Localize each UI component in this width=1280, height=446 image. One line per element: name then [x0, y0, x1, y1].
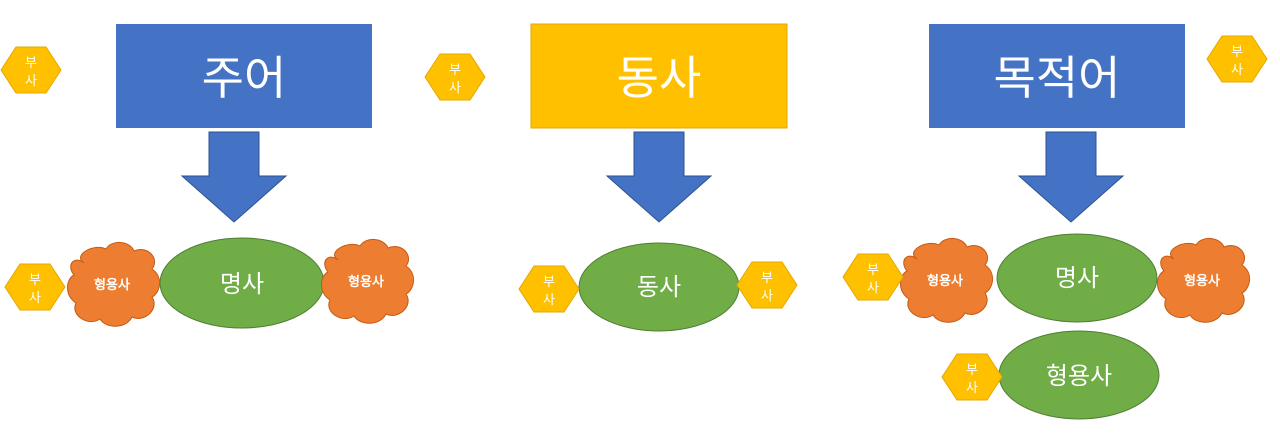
verb-down-arrow — [606, 131, 712, 223]
adverb-char-2: 사 — [25, 74, 37, 89]
adverb-char-2: 사 — [543, 293, 555, 308]
object-down-arrow — [1018, 131, 1124, 223]
adverb-char-1: 부 — [761, 271, 773, 286]
object-adjective-ellipse: 형용사 — [998, 330, 1160, 420]
object-right-adjective-cloud: 형용사 — [1157, 237, 1251, 323]
subject-left-adjective-cloud: 형용사 — [67, 241, 161, 327]
adverb-char-2: 사 — [1231, 63, 1243, 78]
adverb-hex-verb-right: 부 사 — [736, 261, 798, 309]
adverb-hex-before-verb: 부 사 — [424, 53, 486, 101]
adverb-hex-top-right: 부 사 — [1206, 35, 1268, 83]
adverb-char-1: 부 — [1231, 45, 1243, 60]
subject-right-adjective-cloud: 형용사 — [321, 238, 415, 324]
adverb-hex-object-bottom: 부 사 — [941, 353, 1003, 401]
object-left-adjective-label: 형용사 — [927, 273, 963, 289]
verb-header-box: 동사 — [530, 23, 788, 129]
adverb-hex-object-left: 부 사 — [842, 253, 904, 301]
subject-right-adjective-label: 형용사 — [348, 274, 384, 290]
adverb-char-2: 사 — [867, 281, 879, 296]
adverb-hex-top-left: 부 사 — [0, 46, 62, 94]
object-header-box: 목적어 — [929, 24, 1185, 128]
verb-column: 부 사 동사 동사 부 사 부 사 — [424, 23, 798, 332]
adverb-char-1: 부 — [543, 275, 555, 290]
object-noun-ellipse: 명사 — [996, 233, 1158, 323]
adverb-hex-verb-left: 부 사 — [518, 265, 580, 313]
object-header-text: 목적어 — [994, 51, 1121, 105]
object-left-adjective-cloud: 형용사 — [900, 237, 994, 323]
adverb-hex-left-mid: 부 사 — [4, 263, 66, 311]
verb-header-text: 동사 — [617, 51, 702, 105]
subject-column: 주어 명사 형용사 형용사 부 사 부 사 — [0, 24, 415, 329]
object-column: 목적어 부 사 명사 형용사 형용사 부 사 형용사 — [842, 24, 1268, 420]
adverb-char-2: 사 — [449, 81, 461, 96]
subject-down-arrow — [181, 131, 287, 223]
adverb-char-1: 부 — [867, 263, 879, 278]
subject-left-adjective-label: 형용사 — [94, 277, 130, 293]
object-adjective-label: 형용사 — [1046, 362, 1112, 390]
adverb-char-1: 부 — [25, 56, 37, 71]
adverb-char-2: 사 — [761, 289, 773, 304]
verb-ellipse: 동사 — [578, 242, 740, 332]
adverb-char-1: 부 — [29, 273, 41, 288]
subject-header-text: 주어 — [202, 51, 287, 105]
object-noun-label: 명사 — [1055, 264, 1099, 292]
adverb-char-2: 사 — [966, 381, 978, 396]
adverb-char-2: 사 — [29, 291, 41, 306]
verb-ellipse-label: 동사 — [637, 273, 681, 301]
subject-header-box: 주어 — [116, 24, 372, 128]
adverb-char-1: 부 — [966, 363, 978, 378]
subject-noun-label: 명사 — [220, 270, 264, 298]
adverb-char-1: 부 — [449, 63, 461, 78]
object-right-adjective-label: 형용사 — [1184, 273, 1220, 289]
subject-noun-ellipse: 명사 — [159, 237, 325, 329]
